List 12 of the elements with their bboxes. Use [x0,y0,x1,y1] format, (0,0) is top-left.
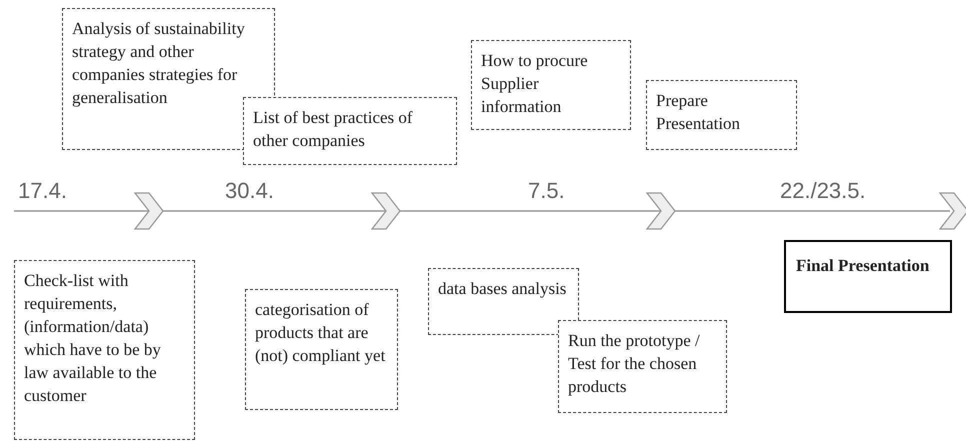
task-box: List of best practices of other companies [243,97,457,165]
task-box: data bases analysis [428,268,579,335]
task-box: Run the prototype / Test for the chosen products [558,320,727,413]
task-box: Prepare Presentation [646,80,797,150]
date-label: 30.4. [225,178,274,204]
task-box: How to procure Supplier information [471,40,631,130]
date-label: 7.5. [528,178,565,204]
task-box: Check-list with requirements, (information/data) which have to be by law available to the customer [14,260,195,440]
milestone-box: Final Presentation [784,240,952,313]
date-label: 22./23.5. [780,178,866,204]
task-box: categorisation of products that are (not) compliant yet [245,289,398,410]
date-label: 17.4. [18,178,67,204]
